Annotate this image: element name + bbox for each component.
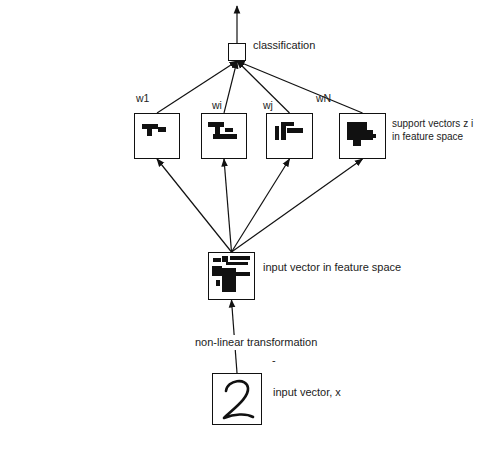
connector-arrow — [224, 159, 232, 252]
output-arrow — [237, 6, 238, 43]
connector-arrow — [157, 159, 232, 252]
node-label: support vectors z i in feature space — [392, 117, 477, 143]
node-label: classification — [253, 39, 383, 52]
stray-mark: - — [272, 354, 276, 367]
transform-label: non-linear transformation — [193, 335, 319, 350]
connector-arrow — [237, 61, 290, 113]
weight-label: wi — [212, 99, 222, 112]
support-vector-box — [201, 113, 247, 159]
weight-label: wN — [316, 92, 331, 105]
weight-label: w1 — [136, 92, 149, 105]
connector-arrow — [232, 159, 290, 252]
weight-label: wj — [263, 99, 273, 112]
node-label: input vector in feature space — [263, 261, 463, 274]
support-vector-box: support vectors z i in feature space — [339, 113, 386, 159]
connector-arrow — [232, 159, 363, 252]
feature-box: input vector in feature space — [208, 252, 255, 300]
support-vector-box — [134, 113, 180, 159]
support-vector-box — [266, 113, 313, 159]
handwritten-digit — [224, 381, 253, 418]
output-box: classification — [228, 43, 246, 61]
connector-arrow — [237, 61, 363, 113]
connector-arrow — [157, 61, 237, 113]
connector-layer — [157, 61, 363, 373]
node-label: input vector, x — [273, 386, 433, 399]
connector-arrow — [224, 61, 237, 113]
input-box: input vector, x — [212, 373, 262, 425]
